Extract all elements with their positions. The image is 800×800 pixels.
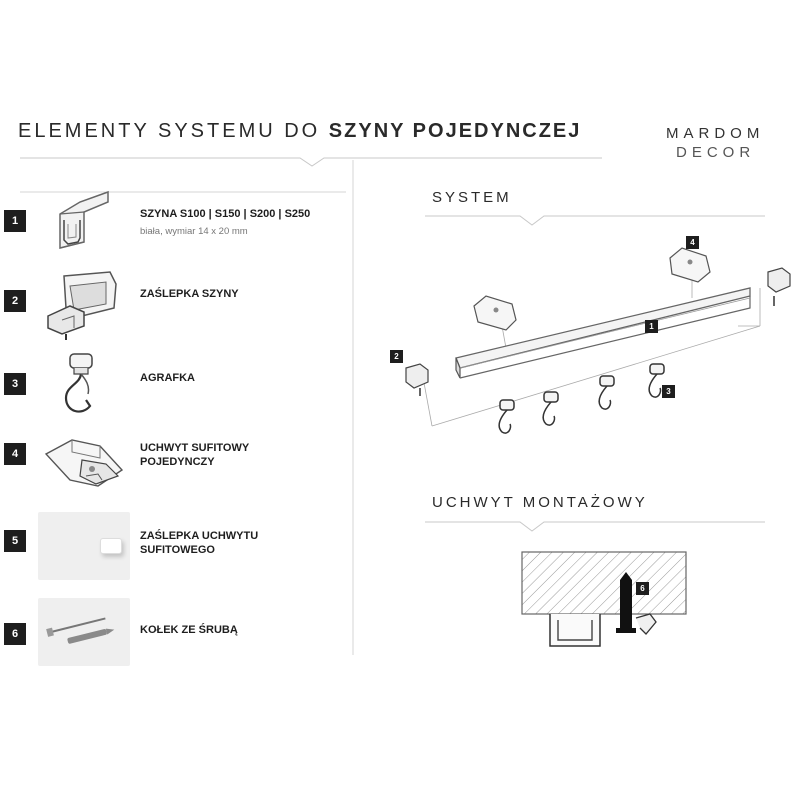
item-label-1: SZYNA S100 | S150 | S200 | S250 — [140, 208, 311, 220]
item-number-1: 1 — [4, 210, 26, 232]
rail-end-cap-right — [767, 267, 791, 306]
mount-section-title: UCHWYT MONTAŻOWY — [432, 494, 648, 511]
item-label-6: KOŁEK ZE ŚRUBĄ — [140, 624, 238, 636]
brand-logo-line2: DECOR — [676, 144, 756, 161]
item-label-4: UCHWYT SUFITOWY POJEDYNCZY — [140, 442, 249, 468]
title-regular: ELEMENTY SYSTEMU DO — [18, 120, 329, 142]
ceiling-bracket-image — [44, 439, 124, 487]
curtain-hook-image — [64, 353, 93, 413]
rail-end-cap-left — [405, 363, 429, 396]
item-label-5: ZAŚLEPKA UCHWYTU SUFITOWEGO — [140, 530, 259, 556]
system-diagram — [405, 247, 791, 434]
mount-diagram — [521, 551, 687, 647]
hook-2 — [542, 391, 559, 426]
ceiling-bracket-left — [473, 295, 517, 331]
hook-1 — [498, 399, 515, 434]
mount-callout-6: 6 — [636, 582, 649, 595]
title-bold: SZYNY POJEDYNCZEJ — [328, 120, 582, 142]
hook-4 — [648, 363, 665, 398]
item-number-4: 4 — [4, 443, 26, 465]
item-number-3: 3 — [4, 373, 26, 395]
rail-end-cap-image — [47, 271, 117, 340]
item-number-2: 2 — [4, 290, 26, 312]
system-callout-4: 4 — [686, 236, 699, 249]
rail-image — [59, 190, 109, 249]
system-callout-2: 2 — [390, 350, 403, 363]
item-number-5: 5 — [4, 530, 26, 552]
hook-3 — [598, 375, 615, 410]
item-sub-1: biała, wymiar 14 x 20 mm — [140, 226, 248, 237]
dowel-screw-photo — [38, 598, 130, 666]
page-title: ELEMENTY SYSTEMU DO SZYNY POJEDYNCZEJ — [18, 120, 581, 143]
ceiling-bracket-right — [669, 247, 711, 283]
item-label-3: AGRAFKA — [140, 372, 195, 384]
item-number-6: 6 — [4, 623, 26, 645]
system-callout-3: 3 — [662, 385, 675, 398]
system-section-title: SYSTEM — [432, 189, 512, 206]
bracket-cap-shape — [100, 538, 122, 554]
system-callout-1: 1 — [645, 320, 658, 333]
brand-logo-line1: MARDOM — [666, 125, 765, 142]
bracket-cap-photo — [38, 512, 130, 580]
dowel-screw-image — [46, 617, 115, 644]
item-label-2: ZAŚLEPKA SZYNY — [140, 288, 239, 300]
